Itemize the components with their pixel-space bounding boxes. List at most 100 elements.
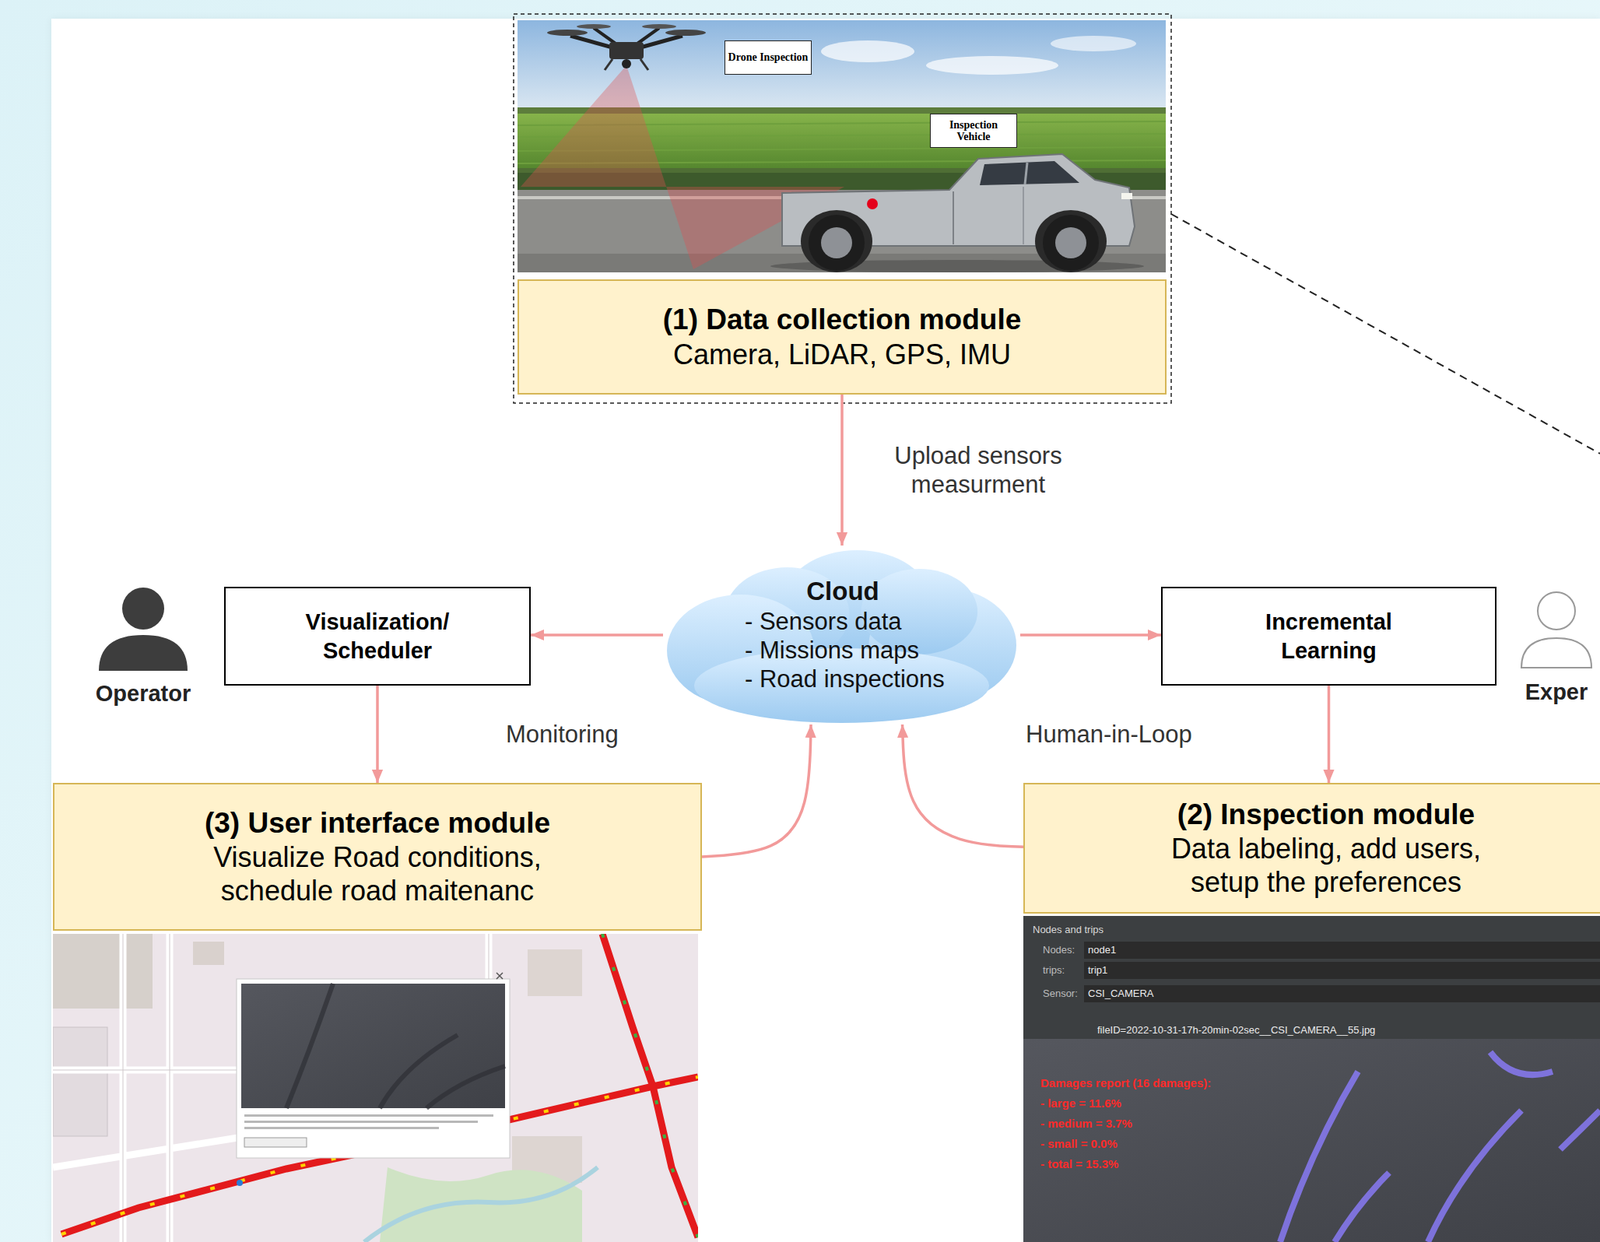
- truck-door-line: [1022, 186, 1025, 245]
- ui-field: [1084, 961, 1600, 979]
- ui-field: [1084, 985, 1600, 1003]
- flow-label: Monitoring: [505, 719, 619, 749]
- cloud-item: - Road inspections: [744, 664, 945, 694]
- map-park: [379, 1167, 583, 1242]
- flow-label: Human-in-Loop: [1025, 719, 1193, 749]
- popup-text-line: [244, 1120, 478, 1123]
- map-stream: [364, 1167, 598, 1242]
- cloud-item: - Sensors data: [744, 607, 902, 636]
- flow-arrow: [902, 724, 1024, 847]
- map-building: [527, 949, 583, 997]
- cloud-puff: [821, 40, 915, 63]
- flow-arrow: [1020, 633, 1162, 637]
- popup-text-line: [244, 1126, 439, 1130]
- tag-text: Drone Inspection: [728, 51, 809, 64]
- road-condition-dash: [602, 933, 699, 1238]
- drone-leg: [640, 59, 649, 71]
- process-label: Visualization/ Scheduler: [276, 607, 479, 665]
- drone-leg: [604, 59, 613, 71]
- wheel-arch: [1035, 210, 1107, 273]
- module-title: (2) Inspection module: [1177, 797, 1475, 832]
- ui-field: [1084, 941, 1600, 959]
- damage-report: - large = 11.6%: [1040, 1096, 1122, 1110]
- ui-panel: [1023, 915, 1600, 1242]
- damage-report: - small = 0.0%: [1040, 1136, 1118, 1151]
- drone-body: [609, 42, 644, 60]
- operator-head: [122, 587, 165, 630]
- cloud-puff: [1050, 35, 1137, 52]
- wheel-arch: [800, 210, 873, 273]
- cloud-item: - Missions maps: [744, 635, 920, 665]
- cloud-shape: Cloud- Sensors data- Missions maps- Road…: [663, 545, 1021, 725]
- truck-wheel: [808, 214, 865, 271]
- dashed-frame: [513, 14, 1172, 404]
- edge-label: Upload sensors measurment: [873, 441, 1084, 499]
- map-ground: [52, 933, 699, 1242]
- flow-arrow: [530, 633, 664, 637]
- flow-arrow: [375, 685, 379, 783]
- actor-label: Operator: [95, 680, 191, 708]
- screenshot-text: fileID=2022-10-31-17h-20min-02sec__CSI_C…: [1097, 1024, 1376, 1036]
- process-label: Incremental Learning: [1235, 607, 1423, 665]
- module-title: (1) Data collection module: [663, 302, 1022, 337]
- illustration-tag: Inspection Vehicle: [929, 113, 1018, 148]
- damage-mask: [1280, 1052, 1600, 1242]
- illustration-tag: Drone Inspection: [724, 40, 812, 75]
- module-description: Visualize Road conditions, schedule road…: [159, 840, 596, 908]
- screenshot-text: node1: [1087, 943, 1116, 956]
- sensor-dot: [866, 198, 878, 210]
- screenshot-text: Sensor:: [1042, 987, 1078, 1000]
- actor-label: Exper: [1525, 678, 1589, 706]
- map-building: [192, 941, 225, 965]
- expert-body: [1521, 638, 1592, 668]
- process-box: Incremental Learning: [1161, 586, 1497, 686]
- module-description: Camera, LiDAR, GPS, IMU: [673, 337, 1011, 372]
- flow-arrow: [840, 394, 844, 546]
- module-box: (3) User interface moduleVisualize Road …: [52, 782, 702, 931]
- operator-body: [98, 635, 188, 671]
- expert-head: [1537, 592, 1576, 630]
- module-box: (2) Inspection moduleData labeling, add …: [1023, 782, 1600, 914]
- damage-report: Damages report (16 damages):: [1040, 1076, 1211, 1090]
- truck-headlight: [1121, 192, 1133, 200]
- screenshot-text: trip1: [1087, 964, 1108, 976]
- truck-pillar: [1024, 162, 1028, 185]
- popup-text-line: [244, 1114, 494, 1117]
- flow-arrow: [701, 724, 811, 857]
- module-box: (1) Data collection moduleCamera, LiDAR,…: [517, 279, 1167, 395]
- map-marker: [236, 1179, 243, 1186]
- process-box: Visualization/ Scheduler: [224, 586, 531, 686]
- screenshot-text: CSI_CAMERA: [1087, 987, 1155, 1000]
- truck-window: [979, 161, 1080, 186]
- map-block: [52, 1027, 108, 1137]
- popup-close: [496, 972, 503, 979]
- screenshot-text: Nodes:: [1042, 943, 1075, 956]
- flow-arrow: [1327, 685, 1331, 783]
- drone-rotor: [642, 24, 677, 29]
- screenshot-text: trips:: [1042, 964, 1065, 976]
- map-popup: [236, 978, 510, 1158]
- map-building: [52, 933, 153, 1009]
- drone-rotor: [576, 24, 611, 29]
- popup-crack: [286, 983, 506, 1109]
- truck-bed-line: [952, 191, 955, 245]
- wheel-rim: [1055, 227, 1087, 259]
- damage-report: - total = 15.3%: [1040, 1157, 1119, 1171]
- module-title: (3) User interface module: [204, 806, 551, 841]
- drone-rotor: [547, 29, 588, 36]
- truck-wheel: [1042, 214, 1099, 271]
- screenshot-text: Nodes and trips: [1032, 923, 1104, 936]
- popup-button: [244, 1137, 307, 1148]
- inspection-screenshot: [1023, 915, 1600, 1242]
- drone-rotor: [665, 29, 706, 36]
- ui-image: [1023, 1038, 1600, 1242]
- tag-text: Inspection Vehicle: [933, 119, 1015, 144]
- dashed-leader: [1171, 214, 1600, 454]
- cloud-puff: [926, 56, 1059, 75]
- module-description: Data labeling, add users, setup the pref…: [1139, 831, 1513, 899]
- cloud-title: Cloud: [744, 575, 941, 608]
- popup-image: [241, 983, 506, 1109]
- road-condition-line: [602, 933, 699, 1238]
- wheel-rim: [821, 227, 853, 259]
- damage-report: - medium = 3.7%: [1040, 1116, 1133, 1130]
